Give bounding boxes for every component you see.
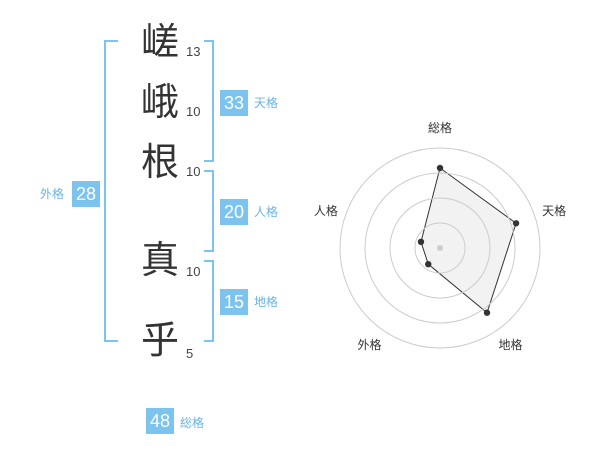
radar-axis-label-3: 地格 [499,337,523,352]
stroke-count-4: 10 [186,264,201,279]
radar-grid-ring [414,222,466,274]
radar-grid-ring [339,147,541,349]
radar-point-2 [512,220,520,227]
chikaku-label: 地格 [254,295,279,309]
radar-point-3 [483,309,491,316]
radar-data-polygon [420,167,517,314]
radar-grid-ring [389,197,491,299]
name-char-3: 根 [140,140,179,184]
chikaku-bracket [204,260,214,342]
radar-point-4 [425,260,432,268]
gaikaku-value: 28 [72,181,100,207]
name-char-1: 嵯 [140,20,179,64]
stroke-count-3: 10 [186,164,201,179]
soukaku-value: 48 [146,408,174,434]
radar-point-5 [417,238,425,246]
gaikaku-label: 外格 [40,187,65,201]
gaikaku-bracket [104,40,118,342]
jinkaku-bracket [204,170,214,252]
jinkaku-value: 20 [220,199,248,225]
stroke-count-1: 13 [186,44,201,59]
jinkaku-label: 人格 [254,205,279,219]
chikaku-value: 15 [220,289,248,315]
tenkaku-bracket [204,40,214,162]
soukaku-label: 総格 [180,416,205,430]
tenkaku-value: 33 [220,90,248,116]
radar-axis-label-1: 総格 [428,120,452,135]
name-char-2: 峨 [140,80,179,124]
radar-center [437,245,443,251]
radar-axis-label-5: 人格 [314,203,338,218]
radar-point-1 [436,164,444,172]
radar-axis-label-2: 天格 [542,203,566,218]
name-char-4: 真 [140,238,179,282]
radar-axis-label-4: 外格 [357,337,381,352]
stroke-count-5: 5 [186,346,194,361]
name-char-5: 乎 [140,318,179,362]
tenkaku-label: 天格 [254,96,279,110]
stroke-count-2: 10 [186,104,201,119]
radar-grid-ring [364,172,516,324]
